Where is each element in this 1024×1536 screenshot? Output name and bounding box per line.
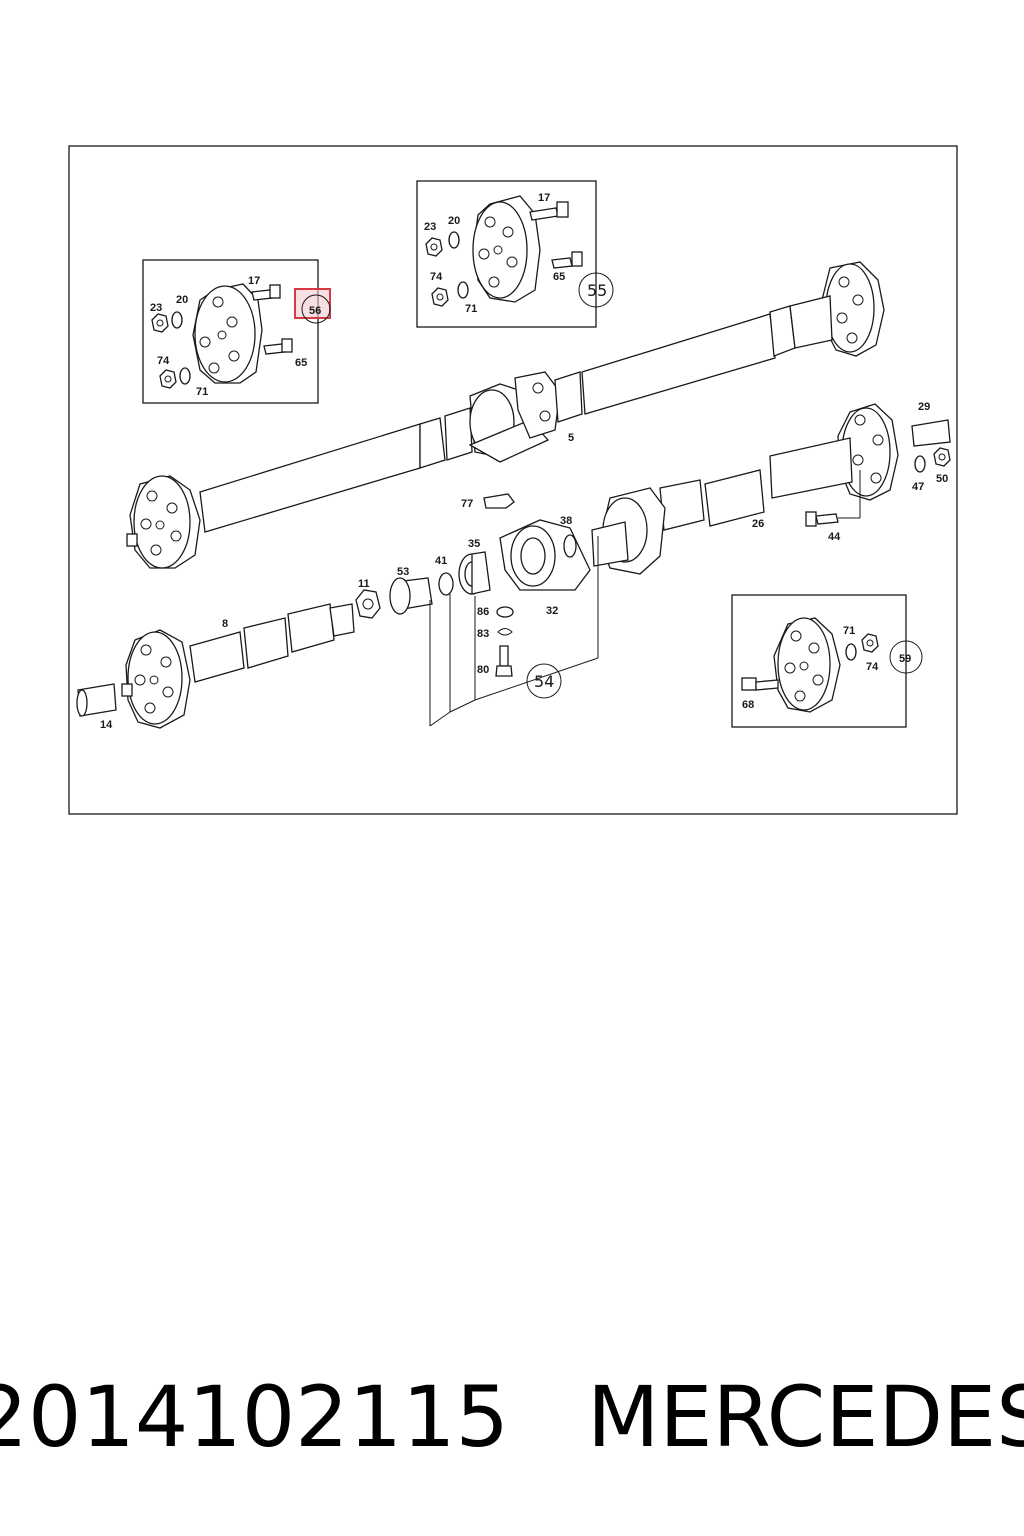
callout-56-74: 74 xyxy=(157,355,170,367)
part-86: 86 xyxy=(477,606,489,618)
callout-59: 59 xyxy=(899,653,911,665)
callout-56-17: 17 xyxy=(248,275,260,287)
callout-56-20: 20 xyxy=(176,294,188,306)
brand-name: MERCEDES xyxy=(586,1368,1024,1466)
callout-56-65: 65 xyxy=(295,357,307,369)
callout-56-23: 23 xyxy=(150,302,162,314)
part-44: 44 xyxy=(828,531,841,543)
callout-55: 55 xyxy=(587,281,607,300)
part-32: 32 xyxy=(546,605,558,617)
part-50: 50 xyxy=(936,473,948,485)
callout-55-17: 17 xyxy=(538,192,550,204)
part-caption: 2014102115 MERCEDES xyxy=(0,1362,1024,1472)
highlight-56[interactable] xyxy=(294,288,331,319)
part-53: 53 xyxy=(397,566,409,578)
part-26: 26 xyxy=(752,518,764,530)
callout-55-20: 20 xyxy=(448,215,460,227)
part-77: 77 xyxy=(461,498,473,510)
callout-59-68: 68 xyxy=(742,699,754,711)
part-47: 47 xyxy=(912,481,924,493)
diagram-frame xyxy=(68,145,958,815)
callout-59-74: 74 xyxy=(866,661,879,673)
part-41: 41 xyxy=(435,555,447,567)
part-5: 5 xyxy=(568,432,574,444)
upper-driveshaft: 5 xyxy=(126,261,885,569)
callout-59-71: 71 xyxy=(843,625,855,637)
part-35: 35 xyxy=(468,538,480,550)
part-80: 80 xyxy=(477,664,489,676)
inset-59: 59 71 74 68 xyxy=(731,594,923,728)
front-shaft-8: 8 14 xyxy=(76,603,355,731)
inset-55: 55 17 23 20 74 71 65 xyxy=(416,180,614,328)
callout-55-74: 74 xyxy=(430,271,443,283)
part-11: 11 xyxy=(358,578,370,590)
part-number: 2014102115 xyxy=(0,1368,509,1466)
driveshaft-parts-diagram: 56 17 23 20 74 71 65 55 17 23 20 74 71 6… xyxy=(68,145,958,815)
callout-55-71: 71 xyxy=(465,303,477,315)
callout-55-23: 23 xyxy=(424,221,436,233)
callout-55-65: 65 xyxy=(553,271,565,283)
callout-54: 54 xyxy=(534,672,554,691)
rear-shaft-26: 29 47 50 26 44 xyxy=(591,401,951,575)
part-38: 38 xyxy=(560,515,572,527)
part-8: 8 xyxy=(222,618,228,630)
part-29: 29 xyxy=(918,401,930,413)
center-bearing-54: 54 77 38 35 41 53 11 32 86 83 80 xyxy=(355,493,599,727)
inset-56: 56 17 23 20 74 71 65 xyxy=(142,259,331,404)
part-83: 83 xyxy=(477,628,489,640)
callout-56: 56 xyxy=(309,305,321,317)
part-14: 14 xyxy=(100,719,113,731)
callout-56-71: 71 xyxy=(196,386,208,398)
